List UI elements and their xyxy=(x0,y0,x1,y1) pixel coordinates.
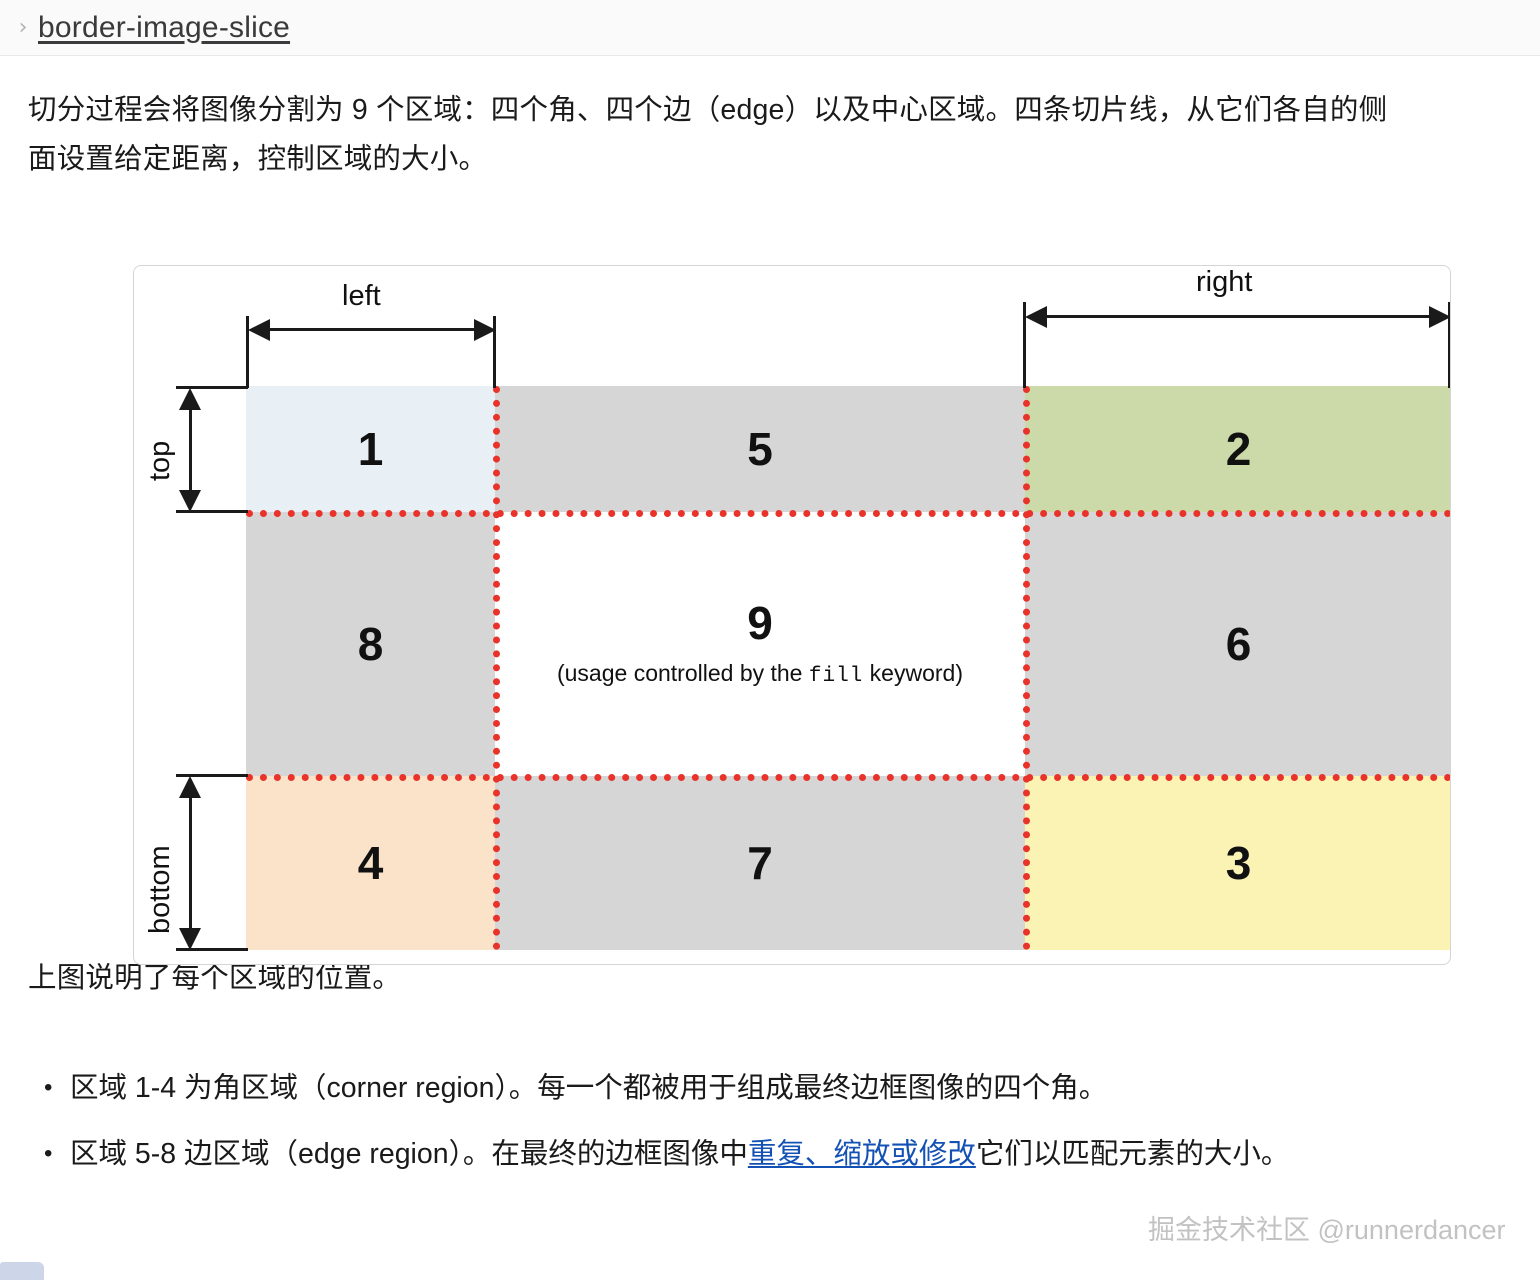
region-number-4: 4 xyxy=(357,837,384,889)
list-item-edge-regions: 区域 5-8 边区域（edge region）。在最终的边框图像中重复、缩放或修… xyxy=(44,1121,1512,1187)
region-center-note: (usage controlled by the fill keyword) xyxy=(557,660,963,688)
intro-line-2: 面设置给定距离，控制区域的大小。 xyxy=(28,143,488,175)
bullet-2-text-pre: 区域 5-8 边区域（edge region）。在最终的边框图像中 xyxy=(70,1138,748,1170)
note-after: keyword) xyxy=(863,660,963,686)
article-content: 切分过程会将图像分割为 9 个区域：四个角、四个边（edge）以及中心区域。四条… xyxy=(0,86,1540,1187)
region-edge-top: 5 xyxy=(495,386,1025,512)
region-number-7: 7 xyxy=(747,837,773,889)
region-number-5: 5 xyxy=(747,423,773,475)
note-before: (usage controlled by the xyxy=(556,660,809,686)
bullet-1-text: 区域 1-4 为角区域（corner region）。每一个都被用于组成最终边框… xyxy=(70,1072,1108,1104)
dimension-label-right: right xyxy=(1196,266,1253,298)
region-edge-right: 6 xyxy=(1025,512,1450,776)
region-number-1: 1 xyxy=(357,423,384,475)
dimension-label-left: left xyxy=(342,280,381,312)
region-number-2: 2 xyxy=(1225,423,1252,475)
slice-line-right xyxy=(1023,386,1030,950)
figure-caption: 上图说明了每个区域的位置。 xyxy=(28,962,402,994)
region-corner-top-right: 2 xyxy=(1025,386,1450,512)
fill-keyword: fill xyxy=(808,665,864,688)
region-edge-left: 8 xyxy=(246,512,495,776)
bottom-left-chip[interactable] xyxy=(0,1262,44,1280)
region-corner-bottom-right: 3 xyxy=(1025,776,1450,950)
breadcrumb-title-link[interactable]: border-image-slice xyxy=(38,10,291,44)
intro-paragraph: 切分过程会将图像分割为 9 个区域：四个角、四个边（edge）以及中心区域。四条… xyxy=(28,86,1512,184)
breadcrumb-bar: › border-image-slice xyxy=(0,0,1540,56)
region-number-6: 6 xyxy=(1225,618,1252,670)
list-item-corner-regions: 区域 1-4 为角区域（corner region）。每一个都被用于组成最终边框… xyxy=(44,1055,1512,1121)
watermark: 掘金技术社区 @runnerdancer xyxy=(1148,1215,1506,1245)
border-image-slice-diagram: 1 5 2 8 9 (usage controlled by the fill … xyxy=(133,265,1451,965)
dimension-label-top: top xyxy=(144,440,176,481)
repeat-scale-modify-link[interactable]: 重复、缩放或修改 xyxy=(747,1138,976,1170)
region-number-8: 8 xyxy=(357,618,384,670)
region-corner-bottom-left: 4 xyxy=(246,776,495,950)
region-number-9: 9 xyxy=(747,597,773,649)
slice-line-top xyxy=(246,510,1450,517)
dimension-label-bottom: bottom xyxy=(144,845,176,934)
region-edge-bottom: 7 xyxy=(495,776,1025,950)
chevron-right-icon: › xyxy=(18,14,28,40)
bullet-2-text-post: 它们以匹配元素的大小。 xyxy=(975,1138,1290,1170)
slice-line-bottom xyxy=(246,774,1450,781)
region-number-3: 3 xyxy=(1225,837,1252,889)
region-description-list: 区域 1-4 为角区域（corner region）。每一个都被用于组成最终边框… xyxy=(28,1055,1512,1187)
region-corner-top-left: 1 xyxy=(246,386,495,512)
slice-line-left xyxy=(493,386,500,950)
region-center: 9 (usage controlled by the fill keyword) xyxy=(495,512,1025,776)
intro-line-1: 切分过程会将图像分割为 9 个区域：四个角、四个边（edge）以及中心区域。四条… xyxy=(28,94,1388,126)
